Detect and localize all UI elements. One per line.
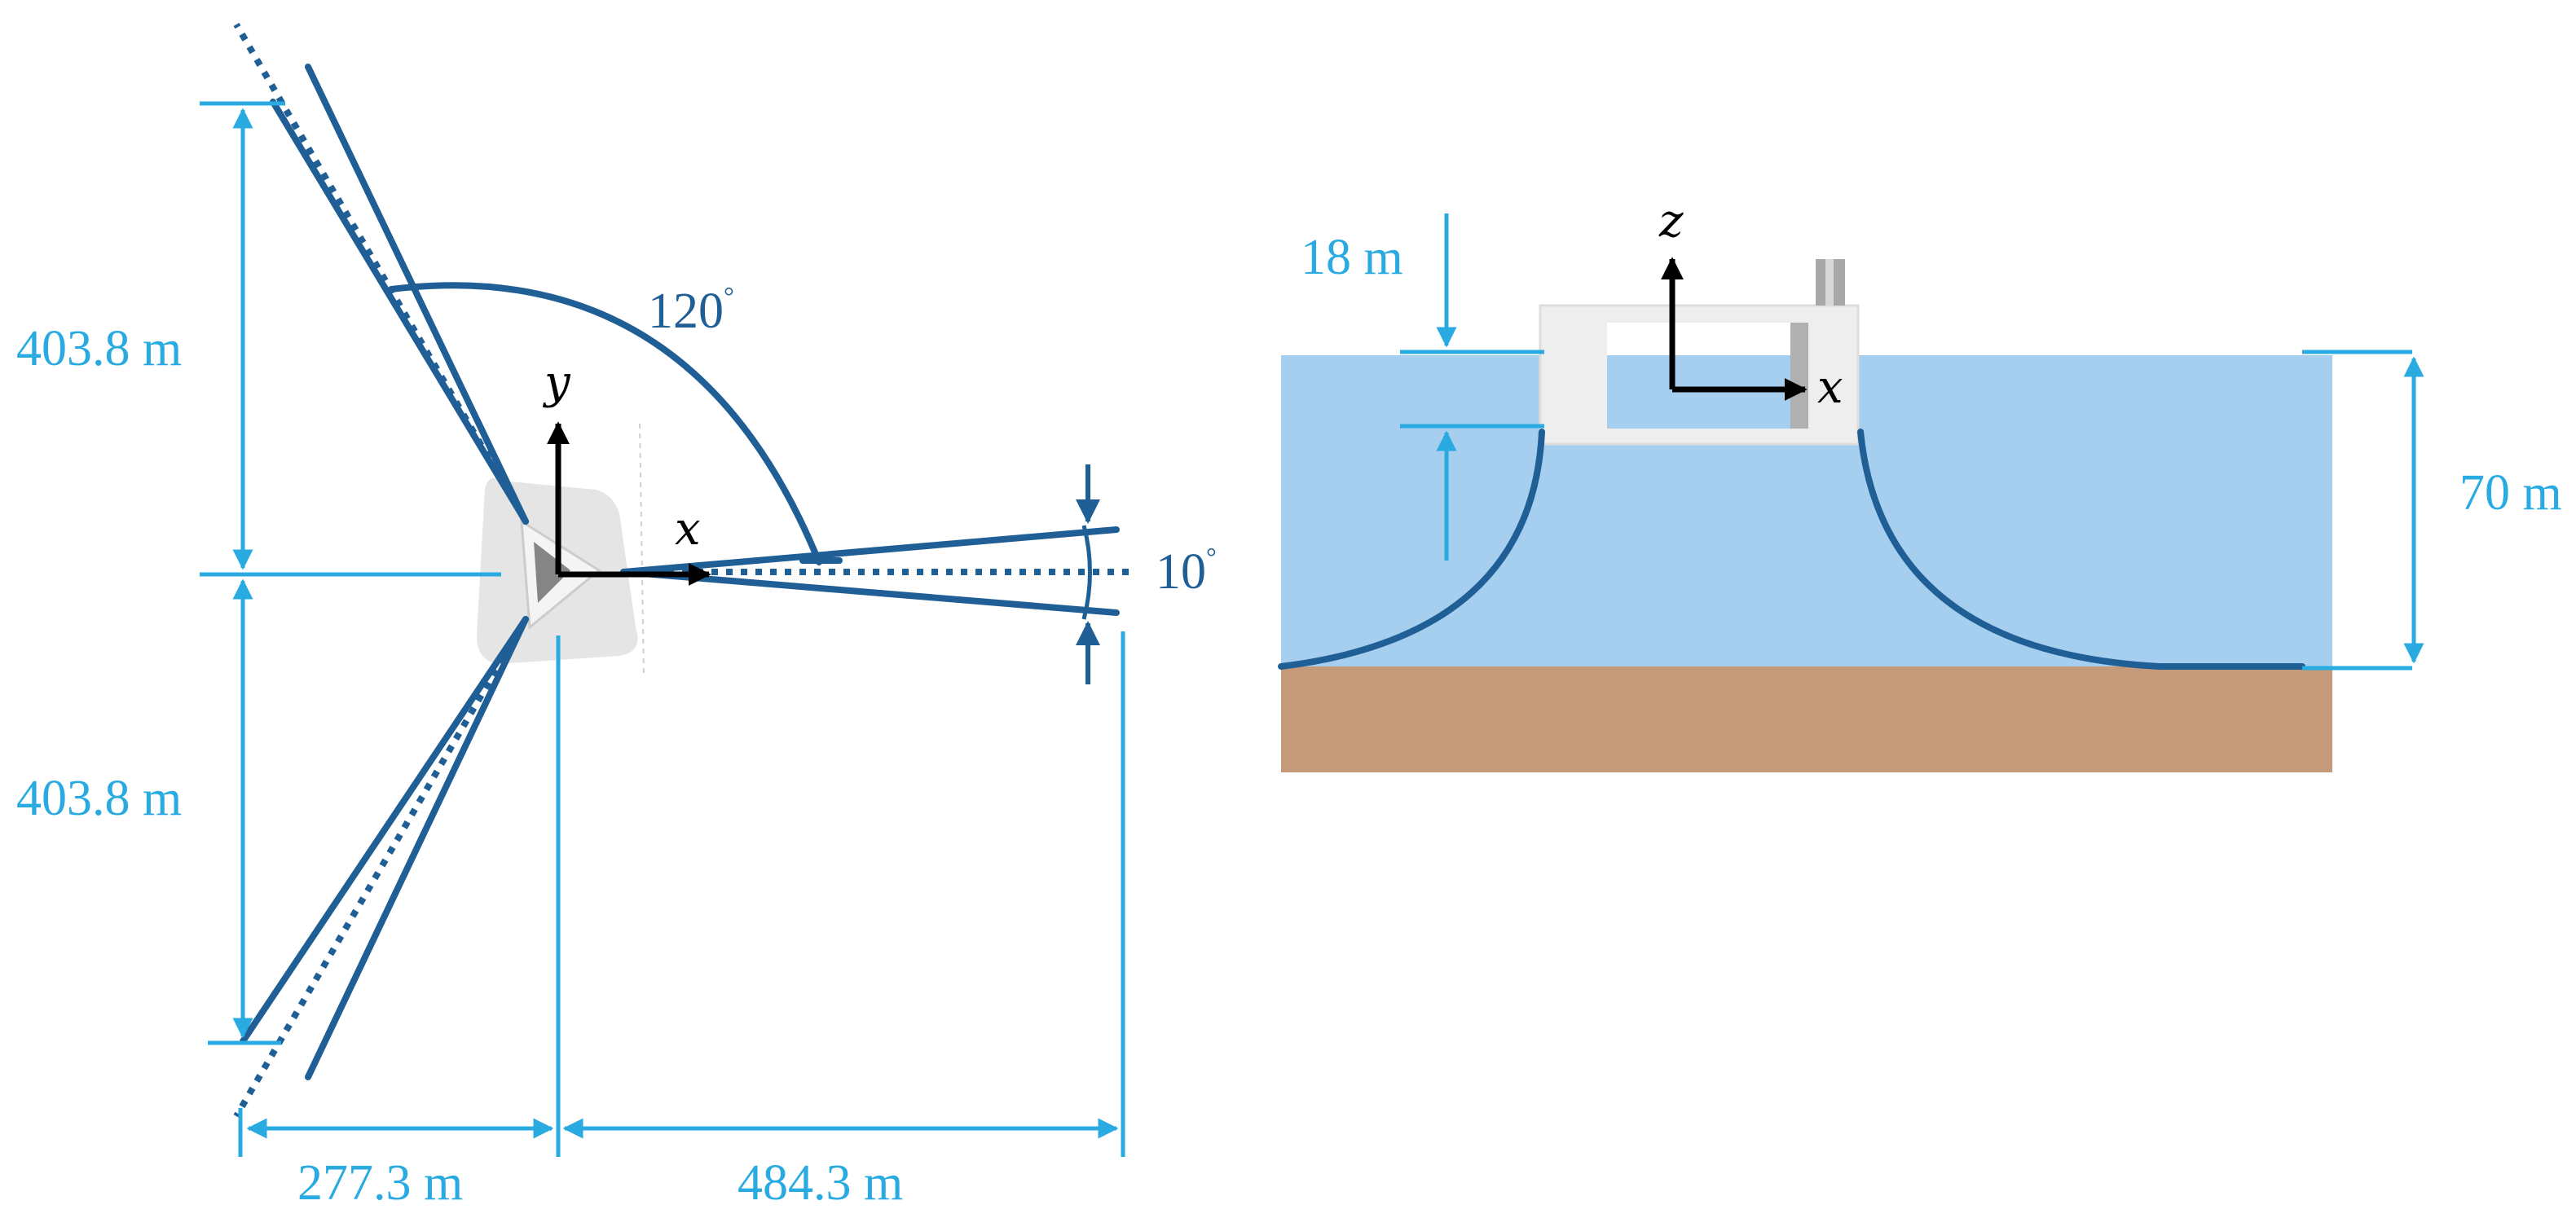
mooring-line-lower-2 <box>305 616 529 1080</box>
dim-label-left-x: 277.3 m <box>297 1155 463 1211</box>
mooring-line-right-2 <box>620 569 1120 616</box>
plan-axis-y-label: y <box>542 356 571 409</box>
dim-label-top-y: 403.8 m <box>16 321 182 376</box>
mooring-catenary-left <box>1278 429 1545 670</box>
draft-dimension <box>1400 213 1544 561</box>
mooring-line-lower-1 <box>240 616 529 1044</box>
mooring-line-upper-2 <box>305 64 529 525</box>
depth-label: 70 m <box>2459 465 2562 521</box>
elevation-axis-x-label: x <box>1817 361 1843 414</box>
angle-label-large: 120° <box>648 281 734 339</box>
platform-elevation <box>1539 259 1860 446</box>
plan-vertical-dimensions <box>200 101 501 1045</box>
angle-label-small: 10° <box>1156 542 1217 600</box>
mooring-catenary-right <box>1857 429 2305 670</box>
plan-view: y x 403.8 m 403.8 m 277.3 m 484.3 m 120°… <box>16 22 1217 1211</box>
angle-arc-10 <box>1081 525 1092 620</box>
plan-axis-x-label: x <box>675 503 701 556</box>
mooring-lines-plan <box>233 22 1133 1119</box>
angle-arc-120 <box>388 282 822 565</box>
mooring-line-upper-1 <box>270 99 529 525</box>
dim-label-bottom-y: 403.8 m <box>16 771 182 826</box>
seabed-region <box>1281 666 2332 772</box>
dim-label-right-x: 484.3 m <box>738 1155 903 1211</box>
depth-dimension <box>2302 350 2424 671</box>
draft-label: 18 m <box>1301 230 1403 285</box>
elevation-view: z x 18 m 70 m <box>1278 195 2562 772</box>
plan-horizontal-dimensions <box>238 631 1125 1157</box>
elevation-axis-z-label: z <box>1658 195 1684 248</box>
